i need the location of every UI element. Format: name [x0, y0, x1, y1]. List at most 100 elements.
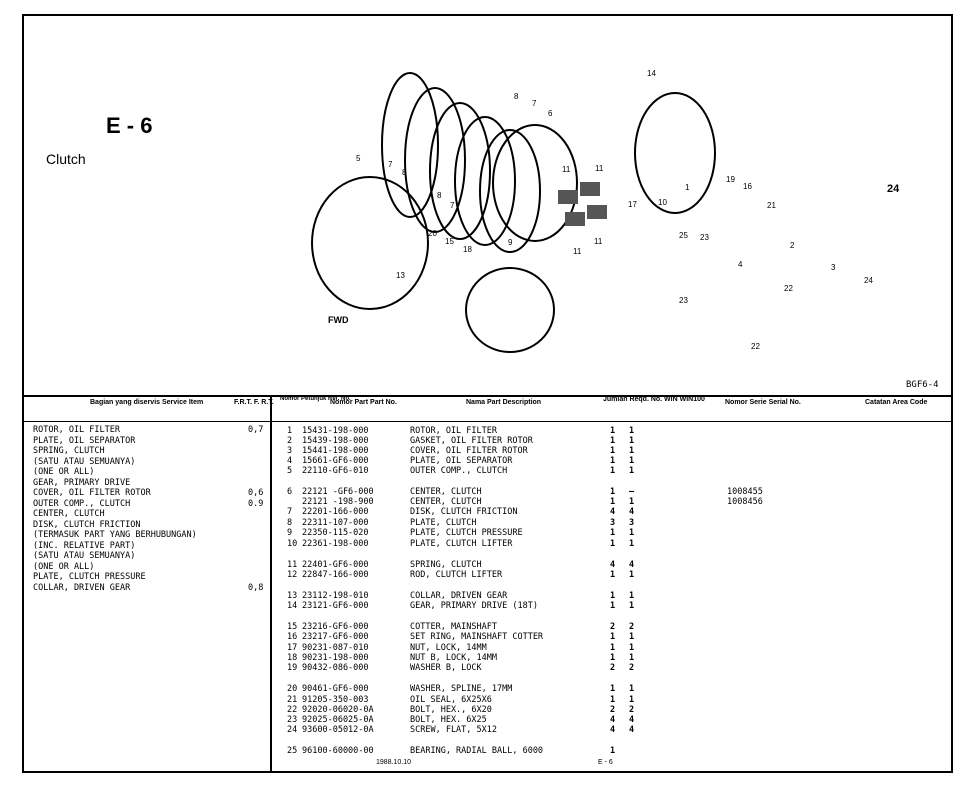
part-q2: 1 [629, 497, 635, 507]
part-part: 15661-GF6-000 [302, 456, 369, 466]
part-q1: 1 [610, 684, 616, 694]
part-q2: 1 [629, 456, 635, 466]
part-q1: 1 [610, 466, 616, 476]
svg-text:7: 7 [532, 99, 537, 108]
part-part: 23112-198-010 [302, 591, 369, 601]
part-q2: 1 [629, 643, 635, 653]
part-desc: CENTER, CLUTCH [410, 497, 482, 507]
diagram-code: BGF6-4 [906, 380, 939, 390]
part-desc: ROTOR, OIL FILTER [410, 426, 497, 436]
header-part-no: Nomor Part Part No. [330, 399, 397, 406]
springs [558, 182, 607, 226]
svg-text:21: 21 [767, 201, 776, 210]
part-q2: 1 [629, 539, 635, 549]
part-ref: 17 [287, 643, 298, 653]
part-q2: 1 [629, 653, 635, 663]
part-ref: 3 [287, 446, 293, 456]
part-desc: COTTER, MAINSHAFT [410, 622, 497, 632]
svg-text:8: 8 [437, 191, 442, 200]
part-ref: 25 [287, 746, 298, 756]
part-desc: PLATE, CLUTCH PRESSURE [410, 528, 523, 538]
part-ref: 4 [287, 456, 293, 466]
part-q2: 4 [629, 715, 635, 725]
part-q1: 1 [610, 591, 616, 601]
part-part: 22311-107-000 [302, 518, 369, 528]
service-item-text: COLLAR, DRIVEN GEAR [33, 582, 131, 593]
svg-text:24: 24 [864, 276, 873, 285]
service-item-text: CENTER, CLUTCH [33, 509, 105, 519]
service-item: (TERMASUK PART YANG BERHUBUNGAN) [33, 530, 263, 541]
fwd-label: FWD [328, 315, 349, 325]
part-desc: CENTER, CLUTCH [410, 487, 482, 497]
header-frt: F.R.T. F. R.T. [234, 399, 274, 406]
svg-text:7: 7 [388, 160, 393, 169]
service-item: PLATE, OIL SEPARATOR [33, 436, 263, 447]
service-item: PLATE, CLUTCH PRESSURE [33, 572, 263, 583]
part-ref: 5 [287, 466, 293, 476]
part-desc: SET RING, MAINSHAFT COTTER [410, 632, 544, 642]
part-q2: 1 [629, 466, 635, 476]
part-ref: 9 [287, 528, 293, 538]
part-q2: 1 [629, 601, 635, 611]
part-part: 96100-60000-00 [302, 746, 374, 756]
part-part: 90231-087-010 [302, 643, 369, 653]
part-q1: 1 [610, 570, 616, 580]
part-q2: 4 [629, 560, 635, 570]
part-desc: GASKET, OIL FILTER ROTOR [410, 436, 533, 446]
svg-text:2: 2 [790, 241, 795, 250]
service-item: (ONE OR ALL) [33, 467, 263, 478]
service-item-frt: 0,6 [248, 488, 264, 498]
part-part: 23216-GF6-000 [302, 622, 369, 632]
header-description: Nama Part Description [466, 399, 542, 406]
svg-text:19: 19 [726, 175, 735, 184]
part-q1: 4 [610, 507, 616, 517]
svg-text:23: 23 [679, 296, 688, 305]
part-part: 15439-198-000 [302, 436, 369, 446]
svg-text:13: 13 [396, 271, 405, 280]
part-q1: 4 [610, 715, 616, 725]
part-desc: GEAR, PRIMARY DRIVE (18T) [410, 601, 538, 611]
part-q2: 1 [629, 436, 635, 446]
service-item-frt: 0.9 [248, 498, 264, 509]
part-desc: PLATE, OIL SEPARATOR [410, 456, 513, 466]
service-item: CENTER, CLUTCH [33, 509, 263, 520]
svg-text:22: 22 [751, 342, 760, 351]
part-q1: 2 [610, 705, 616, 715]
service-item-text: ROTOR, OIL FILTER [33, 425, 120, 435]
part-part: 22401-GF6-000 [302, 560, 369, 570]
part-ref: 10 [287, 539, 298, 549]
part-q1: 1 [610, 643, 616, 653]
part-serial: 1008456 [727, 497, 763, 507]
part-desc: BOLT, HEX. 6X25 [410, 715, 487, 725]
part-part: 15441-198-000 [302, 446, 369, 456]
part-part: 23121-GF6-000 [302, 601, 369, 611]
service-item-text: (INC. RELATIVE PART) [33, 540, 136, 551]
part-desc: COLLAR, DRIVEN GEAR [410, 591, 508, 601]
header-qty: Jumlah Reqd. No. WIN WIN100 [603, 396, 705, 403]
part-q1: 1 [610, 528, 616, 538]
part-ref: 23 [287, 715, 298, 725]
svg-text:1: 1 [685, 183, 690, 192]
part-ref: 22 [287, 705, 298, 715]
part-q2: 2 [629, 663, 635, 673]
clutch-plates [311, 72, 716, 353]
svg-text:18: 18 [463, 245, 472, 254]
part-part: 22121 -198-900 [302, 497, 374, 507]
svg-text:11: 11 [573, 247, 582, 256]
part-ref: 8 [287, 518, 293, 528]
service-item-frt: 0,8 [248, 582, 264, 593]
svg-text:14: 14 [647, 69, 656, 78]
part-desc: ROD, CLUTCH LIFTER [410, 570, 503, 580]
svg-text:11: 11 [562, 165, 571, 174]
service-item-text: (SATU ATAU SEMUANYA) [33, 456, 136, 467]
service-item: (SATU ATAU SEMUANYA) [33, 457, 263, 468]
part-q2: 1 [629, 684, 635, 694]
part-q1: 1 [610, 601, 616, 611]
part-desc: PLATE, CLUTCH LIFTER [410, 539, 513, 549]
part-part: 22361-198-000 [302, 539, 369, 549]
part-q1: 1 [610, 426, 616, 436]
part-part: 90432-086-000 [302, 663, 369, 673]
